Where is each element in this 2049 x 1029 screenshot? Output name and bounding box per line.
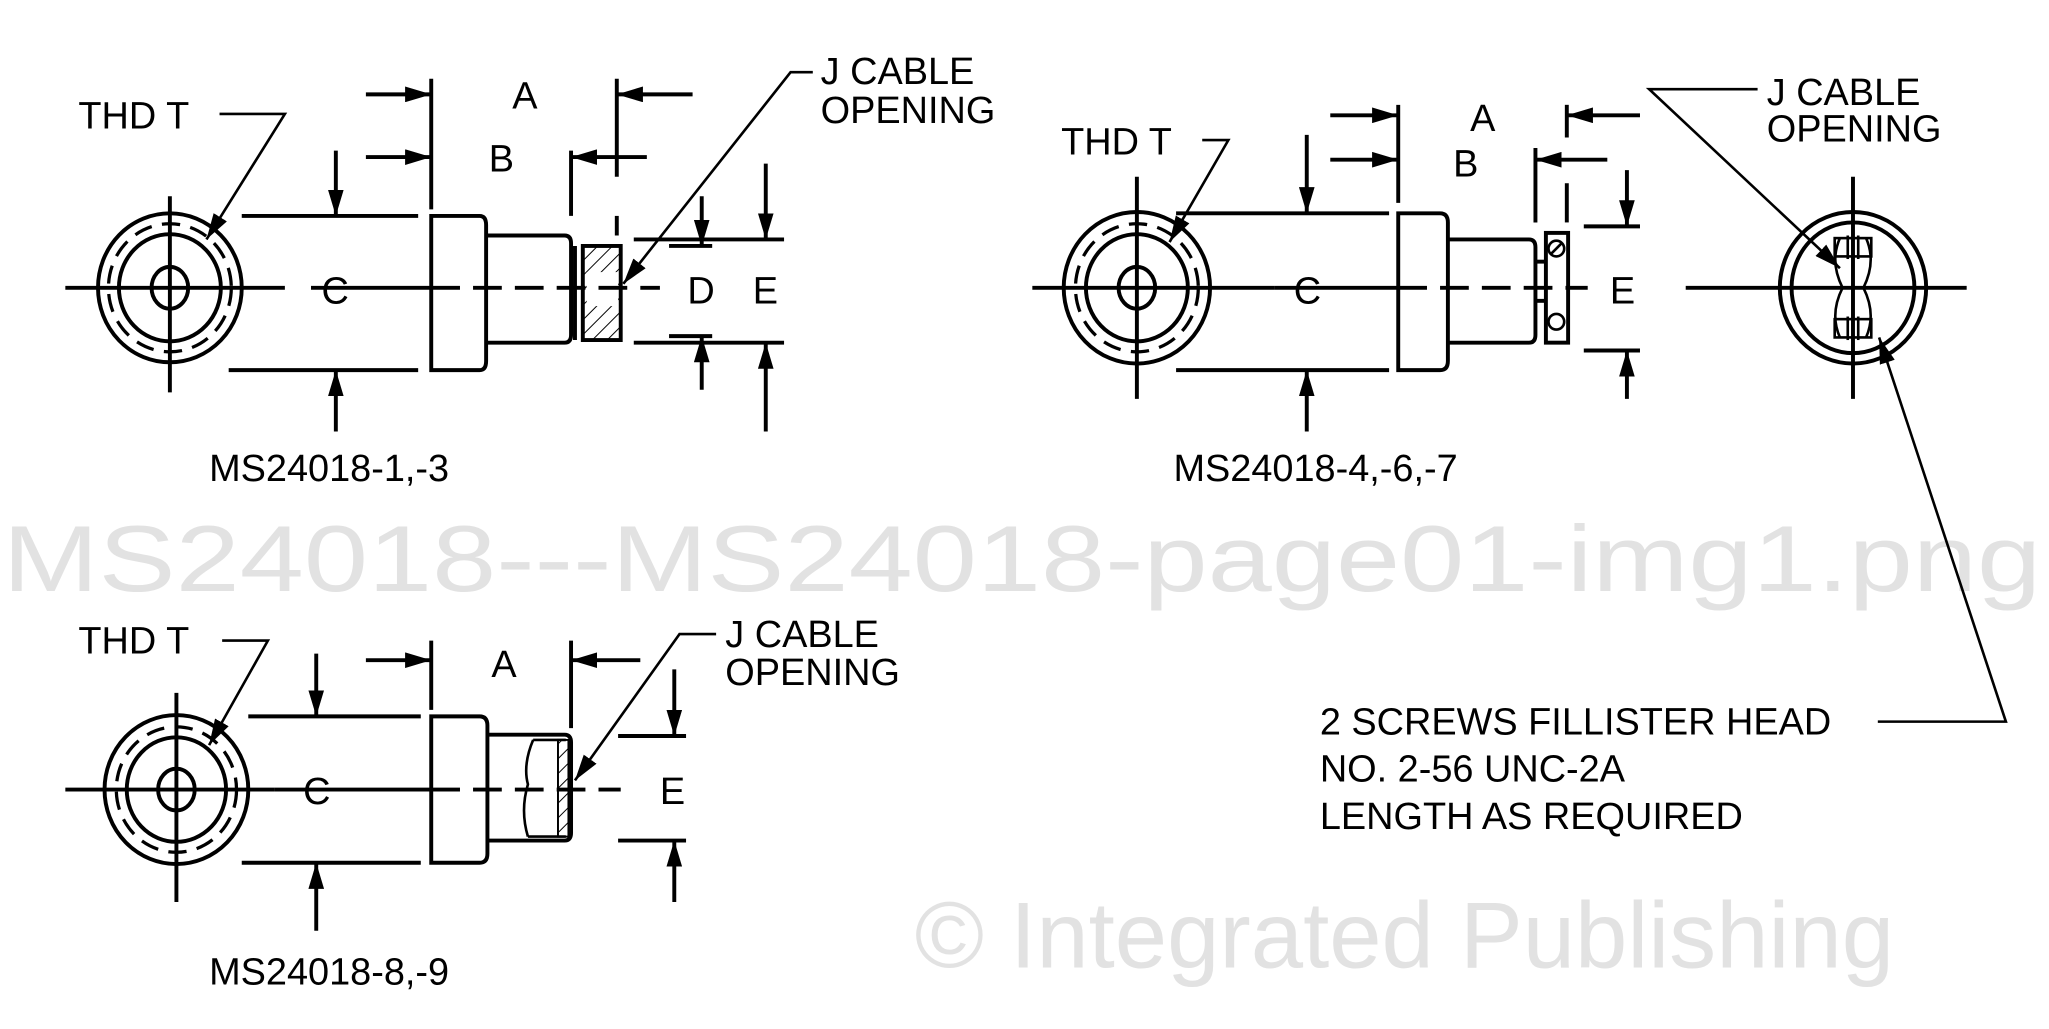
part-number: MS24018-4,-6,-7 xyxy=(1173,448,1457,490)
dim-b-label: B xyxy=(1453,144,1478,186)
end-view-circle xyxy=(65,196,285,393)
view-ms24018-8-9: A C E THD T J CABLE OPENING MS24018-8,-9 xyxy=(65,614,900,993)
cable-label-line-1: J CABLE xyxy=(1767,72,1921,114)
view-ms24018-4-6-7: A B C E THD T MS24018-4,-6,-7 J CABLE OP… xyxy=(1032,72,2008,838)
dim-a-label: A xyxy=(512,76,538,118)
dim-c-label: C xyxy=(1294,270,1321,312)
cable-label-line-1: J CABLE xyxy=(821,51,975,93)
cable-label-line-2: OPENING xyxy=(1767,108,1942,150)
dimension-arrows xyxy=(1298,107,1640,432)
dim-e-label: E xyxy=(1610,270,1635,312)
dim-a-label: A xyxy=(1470,98,1496,140)
screw-note-line-2: NO. 2-56 UNC-2A xyxy=(1320,749,1626,791)
dimension-arrows xyxy=(327,86,774,432)
end-view-circle xyxy=(65,692,275,902)
screw-note-line-1: 2 SCREWS FILLISTER HEAD xyxy=(1320,702,1831,744)
connector-body xyxy=(228,78,785,373)
dim-e-label: E xyxy=(660,771,685,813)
watermark-line-2: MS24018---MS24018-page01-img1.png xyxy=(3,506,2042,611)
watermark-line-1: © Integrated Publishing xyxy=(915,882,1894,987)
view-ms24018-1-3: A B C D E THD T J CABLE OPENING MS24018-… xyxy=(65,51,995,490)
thread-label: THD T xyxy=(78,621,189,663)
dim-a-label: A xyxy=(491,644,517,686)
dim-d-label: D xyxy=(687,270,714,312)
thread-label: THD T xyxy=(1061,121,1172,163)
watermark: © Integrated Publishing MS24018---MS2401… xyxy=(3,506,2042,987)
dimension-arrows xyxy=(308,652,683,931)
part-number: MS24018-1,-3 xyxy=(209,448,449,490)
connector-body xyxy=(241,640,687,865)
dim-b-label: B xyxy=(489,138,514,180)
dim-c-label: C xyxy=(321,270,348,312)
dim-c-label: C xyxy=(303,771,330,813)
dim-e-label: E xyxy=(753,270,778,312)
end-view-circle xyxy=(1032,176,1275,399)
connector-body xyxy=(1176,104,1640,373)
cable-label-line-1: J CABLE xyxy=(725,614,879,656)
screw-note-line-3: LENGTH AS REQUIRED xyxy=(1320,796,1743,838)
cable-label-line-2: OPENING xyxy=(725,652,900,694)
cable-label-line-2: OPENING xyxy=(821,90,996,132)
cable-end-view xyxy=(1685,176,1967,399)
thread-label: THD T xyxy=(78,95,189,137)
part-number: MS24018-8,-9 xyxy=(209,951,449,993)
